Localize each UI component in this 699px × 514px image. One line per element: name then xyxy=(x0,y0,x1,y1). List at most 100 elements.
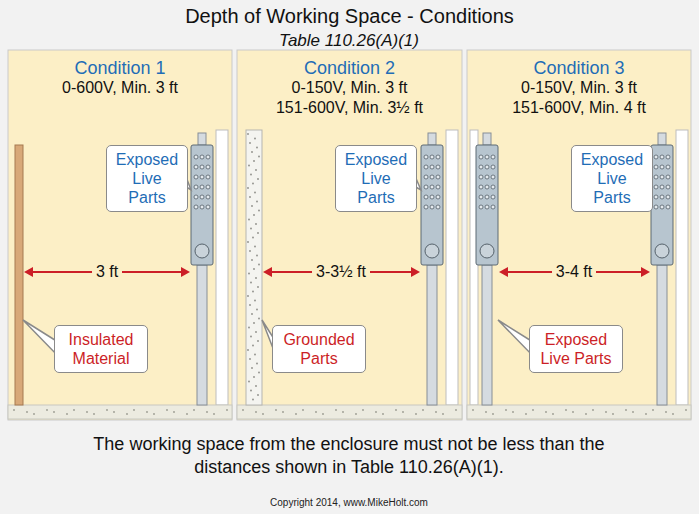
floor-speck xyxy=(93,413,95,415)
concrete-speck xyxy=(251,205,253,207)
voltage-rule: 0-600V, Min. 3 ft xyxy=(8,78,232,98)
floor-speck xyxy=(625,409,627,411)
concrete-speck xyxy=(253,376,255,378)
floor-speck xyxy=(552,413,554,415)
floor-speck xyxy=(672,413,674,415)
concrete-speck xyxy=(249,250,251,252)
concrete-speck xyxy=(255,385,257,387)
floor-speck xyxy=(302,409,304,411)
panelboard-enclosure xyxy=(476,133,498,405)
concrete-speck xyxy=(257,340,259,342)
panel-ground xyxy=(237,50,462,420)
floor-speck xyxy=(46,409,48,411)
floor-speck xyxy=(226,409,228,411)
concrete-speck xyxy=(254,192,256,194)
condition-panel: Condition 30-150V, Min. 3 ft151-600V, Mi… xyxy=(467,50,691,420)
grounded-wall xyxy=(246,130,262,405)
concrete-speck xyxy=(258,318,260,320)
callout-box: Exposed Live Parts xyxy=(571,145,653,212)
voltage-rule: 0-150V, Min. 3 ft xyxy=(467,78,691,98)
floor-speck xyxy=(173,411,175,413)
floor-speck xyxy=(565,409,567,411)
concrete-speck xyxy=(249,196,251,198)
floor-speck xyxy=(26,411,28,413)
floor-speck xyxy=(186,413,188,415)
floor-speck xyxy=(375,411,377,413)
concrete-speck xyxy=(251,151,253,153)
callout-pointer xyxy=(498,320,533,356)
floor-speck xyxy=(335,409,337,411)
dimension: 3 ft xyxy=(92,263,122,281)
concrete-speck xyxy=(257,394,259,396)
floor-speck xyxy=(685,409,687,411)
floor xyxy=(237,405,462,419)
callout-box: Exposed Live Parts xyxy=(335,145,417,212)
floor-speck xyxy=(395,409,397,411)
floor-speck xyxy=(113,411,115,413)
concrete-speck xyxy=(249,142,251,144)
concrete-speck xyxy=(254,300,256,302)
dimension: 3-3½ ft xyxy=(312,263,370,281)
floor-speck xyxy=(86,411,88,413)
condition-heading: Condition 1 xyxy=(8,58,232,78)
floor-speck xyxy=(592,409,594,411)
voltage-rule: 151-600V, Min. 3½ ft xyxy=(237,98,462,118)
concrete-speck xyxy=(247,241,249,243)
panelboard-enclosure xyxy=(651,133,673,405)
floor-speck xyxy=(572,411,574,413)
floor-speck xyxy=(73,409,75,411)
floor-speck xyxy=(402,411,404,413)
callout-pointer xyxy=(23,320,58,356)
concrete-speck xyxy=(255,331,257,333)
concrete-speck xyxy=(258,372,260,374)
floor-speck xyxy=(532,409,534,411)
concrete-speck xyxy=(257,232,259,234)
concrete-speck xyxy=(251,367,253,369)
concrete-speck xyxy=(254,354,256,356)
concrete-speck xyxy=(257,178,259,180)
condition-panel: Condition 10-600V, Min. 3 ft Exposed Live… xyxy=(8,50,232,420)
concrete-speck xyxy=(253,214,255,216)
floor-speck xyxy=(126,413,128,415)
floor-speck xyxy=(262,413,264,415)
floor-speck xyxy=(472,409,474,411)
concrete-speck xyxy=(252,237,254,239)
panelboard-enclosure xyxy=(421,133,443,405)
floor-speck xyxy=(415,413,417,415)
floor-speck xyxy=(213,413,215,415)
concrete-speck xyxy=(256,147,258,149)
floor-speck xyxy=(322,413,324,415)
concrete-speck xyxy=(258,156,260,158)
panel-ground xyxy=(8,50,232,420)
floor-speck xyxy=(455,409,457,411)
floor-speck xyxy=(342,411,344,413)
condition-heading: Condition 2 xyxy=(237,58,462,78)
concrete-speck xyxy=(257,286,259,288)
floor-speck xyxy=(422,409,424,411)
callout-text: Exposed Live Parts xyxy=(577,150,647,207)
condition-panel: Condition 20-150V, Min. 3 ft151-600V, Mi… xyxy=(237,50,462,420)
floor-speck xyxy=(652,409,654,411)
concrete-speck xyxy=(250,228,252,230)
concrete-speck xyxy=(255,277,257,279)
floor-speck xyxy=(362,409,364,411)
floor-speck xyxy=(442,413,444,415)
copyright: Copyright 2014, www.MikeHolt.com xyxy=(270,497,428,508)
concrete-speck xyxy=(248,381,250,383)
concrete-speck xyxy=(254,246,256,248)
dimension: 3-4 ft xyxy=(552,263,596,281)
floor-speck xyxy=(492,413,494,415)
concrete-speck xyxy=(247,349,249,351)
concrete-speck xyxy=(258,210,260,212)
floor-speck xyxy=(315,411,317,413)
floor-speck xyxy=(612,413,614,415)
floor-speck xyxy=(355,413,357,415)
callout-text: Exposed Live Parts xyxy=(112,150,182,207)
concrete-speck xyxy=(251,259,253,261)
callout-box: Insulated Material xyxy=(54,325,148,373)
condition-heading: Condition 3 xyxy=(467,58,691,78)
panel-ground xyxy=(467,50,691,420)
concrete-speck xyxy=(250,336,252,338)
subtitle: Table 110.26(A)(1) xyxy=(279,31,419,51)
concrete-speck xyxy=(248,273,250,275)
